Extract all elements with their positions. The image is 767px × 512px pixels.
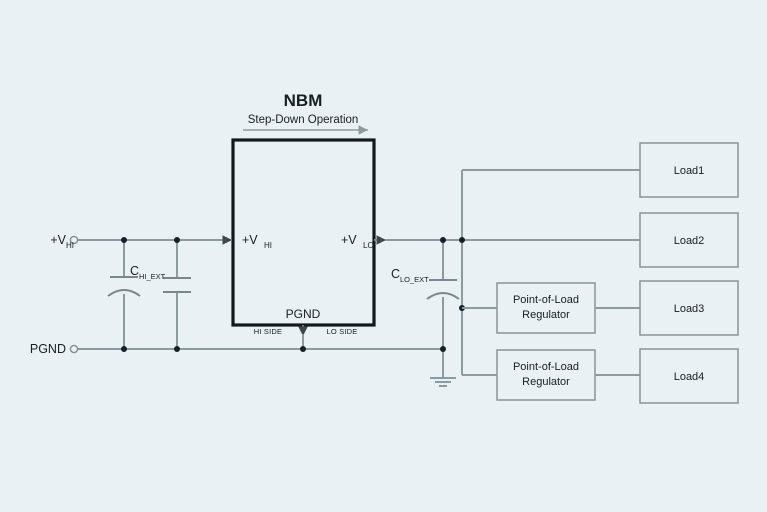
nbm-lo-side-label: LO SIDE [327, 327, 358, 336]
load-box-1[interactable] [639, 142, 739, 198]
node-bus-vlo [459, 237, 465, 243]
load-box-2[interactable] [639, 212, 739, 268]
regulator-1-line2: Regulator [522, 309, 570, 321]
node-pgnd-cap1 [121, 346, 127, 352]
node-vhi-cap2 [174, 237, 180, 243]
node-pgnd-clo [440, 346, 446, 352]
node-pgnd-cap2 [174, 346, 180, 352]
nbm-output-pin-label: +V [341, 233, 357, 247]
nbm-input-pin-sub: HI [264, 241, 272, 250]
node-pgnd-nbm [300, 346, 306, 352]
cap-clo-sub: LO_EXT [400, 275, 429, 284]
terminal-pgnd-label: PGND [30, 342, 66, 356]
nbm-input-pin-label: +V [242, 233, 258, 247]
load-box-4[interactable] [639, 348, 739, 404]
cap-clo-label: C [391, 267, 400, 281]
node-vhi-cap1 [121, 237, 127, 243]
nbm-pgnd-pin-label: PGND [286, 307, 321, 321]
diagram-subtitle: Step-Down Operation [248, 114, 359, 126]
load-4-label: Load4 [674, 371, 705, 383]
terminal-vhi-circle [69, 235, 79, 245]
terminal-pgnd-circle [69, 344, 79, 354]
load-box-3[interactable] [639, 280, 739, 336]
regulator-2-line1: Point-of-Load [513, 361, 579, 373]
regulator-box-1[interactable] [496, 282, 596, 334]
nbm-hi-side-label: HI SIDE [254, 327, 283, 336]
regulator-box-2[interactable] [496, 349, 596, 401]
node-vlo-clo [440, 237, 446, 243]
terminal-vhi-sub: HI [66, 241, 74, 250]
regulator-1-line1: Point-of-Load [513, 294, 579, 306]
diagram-title: NBM [284, 91, 323, 110]
nbm-module-box[interactable] [231, 138, 376, 327]
nbm-output-pin-sub: LO [363, 241, 374, 250]
cap-clo-curved-plate [426, 292, 460, 300]
load-2-label: Load2 [674, 235, 705, 247]
load-3-label: Load3 [674, 303, 705, 315]
cap-chi-polar-curved-plate [107, 289, 141, 297]
cap-chi-label: C [130, 264, 139, 278]
regulator-2-line2: Regulator [522, 376, 570, 388]
terminal-vhi-label: +V [50, 233, 66, 247]
cap-chi-sub: HI_EXT [139, 272, 166, 281]
load-1-label: Load1 [674, 165, 705, 177]
